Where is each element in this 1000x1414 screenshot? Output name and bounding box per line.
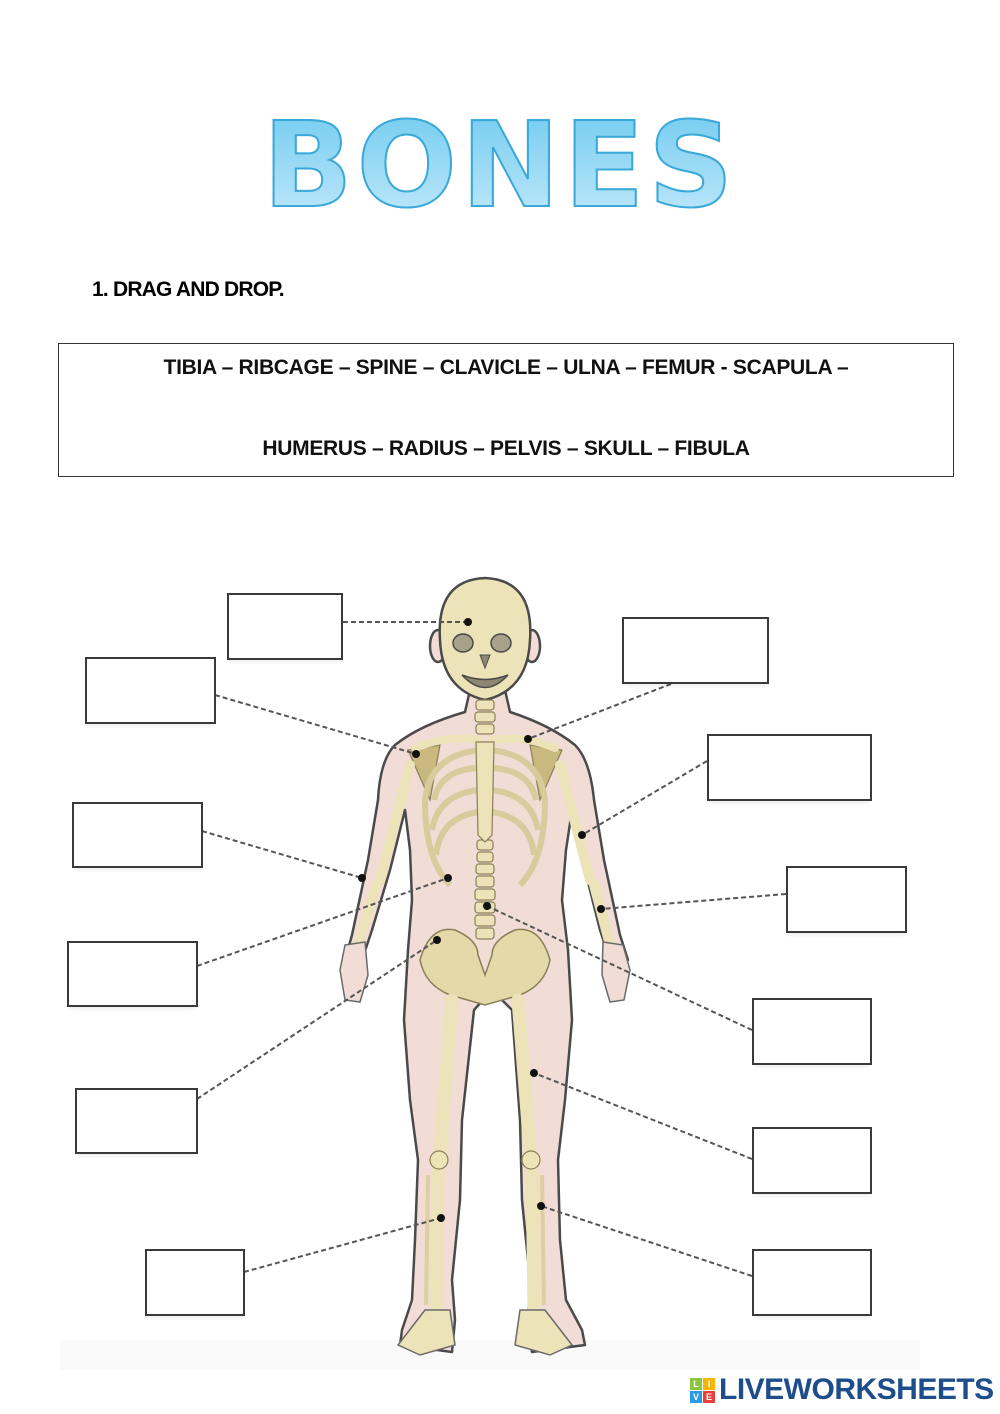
word-bank: TIBIA – RIBCAGE – SPINE – CLAVICLE – ULN… bbox=[58, 343, 954, 477]
drop-box-ulna[interactable] bbox=[786, 866, 907, 933]
drop-box-clavicle[interactable] bbox=[622, 617, 769, 684]
pelvis bbox=[419, 928, 551, 1006]
leader-lines bbox=[196, 621, 787, 1277]
drop-box-spine[interactable] bbox=[752, 998, 872, 1065]
word-bank-line-2: HUMERUS – RADIUS – PELVIS – SKULL – FIBU… bbox=[262, 437, 750, 460]
skull bbox=[428, 576, 542, 702]
liveworksheets-logo-icon: L I V E bbox=[690, 1377, 715, 1403]
drop-box-skull[interactable] bbox=[227, 593, 343, 660]
drop-box-fibula[interactable] bbox=[752, 1249, 872, 1316]
ribcage bbox=[421, 747, 549, 888]
drop-box-tibia[interactable] bbox=[145, 1249, 245, 1316]
hands bbox=[339, 941, 631, 1003]
leg-bones bbox=[429, 993, 541, 1317]
instruction-heading: 1. DRAG AND DROP. bbox=[92, 278, 285, 301]
fibulas bbox=[424, 1174, 546, 1306]
page-title: BONES bbox=[0, 99, 1000, 231]
drop-box-pelvis[interactable] bbox=[75, 1088, 198, 1154]
sternum bbox=[475, 741, 495, 843]
arm-bones bbox=[353, 760, 615, 950]
word-bank-line-1: TIBIA – RIBCAGE – SPINE – CLAVICLE – ULN… bbox=[163, 356, 849, 379]
brand-name: LIVEWORKSHEETS bbox=[719, 1373, 994, 1406]
drop-box-ribcage[interactable] bbox=[67, 941, 198, 1007]
drop-box-humerus[interactable] bbox=[707, 734, 872, 801]
drop-box-radius[interactable] bbox=[72, 802, 203, 868]
spine bbox=[474, 699, 496, 940]
feet bbox=[396, 1309, 574, 1356]
liveworksheets-brand: L I V E LIVEWORKSHEETS bbox=[690, 1373, 994, 1406]
leader-dots bbox=[358, 618, 605, 1222]
drop-box-femur[interactable] bbox=[752, 1127, 872, 1194]
kneecaps bbox=[429, 1150, 541, 1170]
drop-box-scapula[interactable] bbox=[85, 657, 216, 724]
